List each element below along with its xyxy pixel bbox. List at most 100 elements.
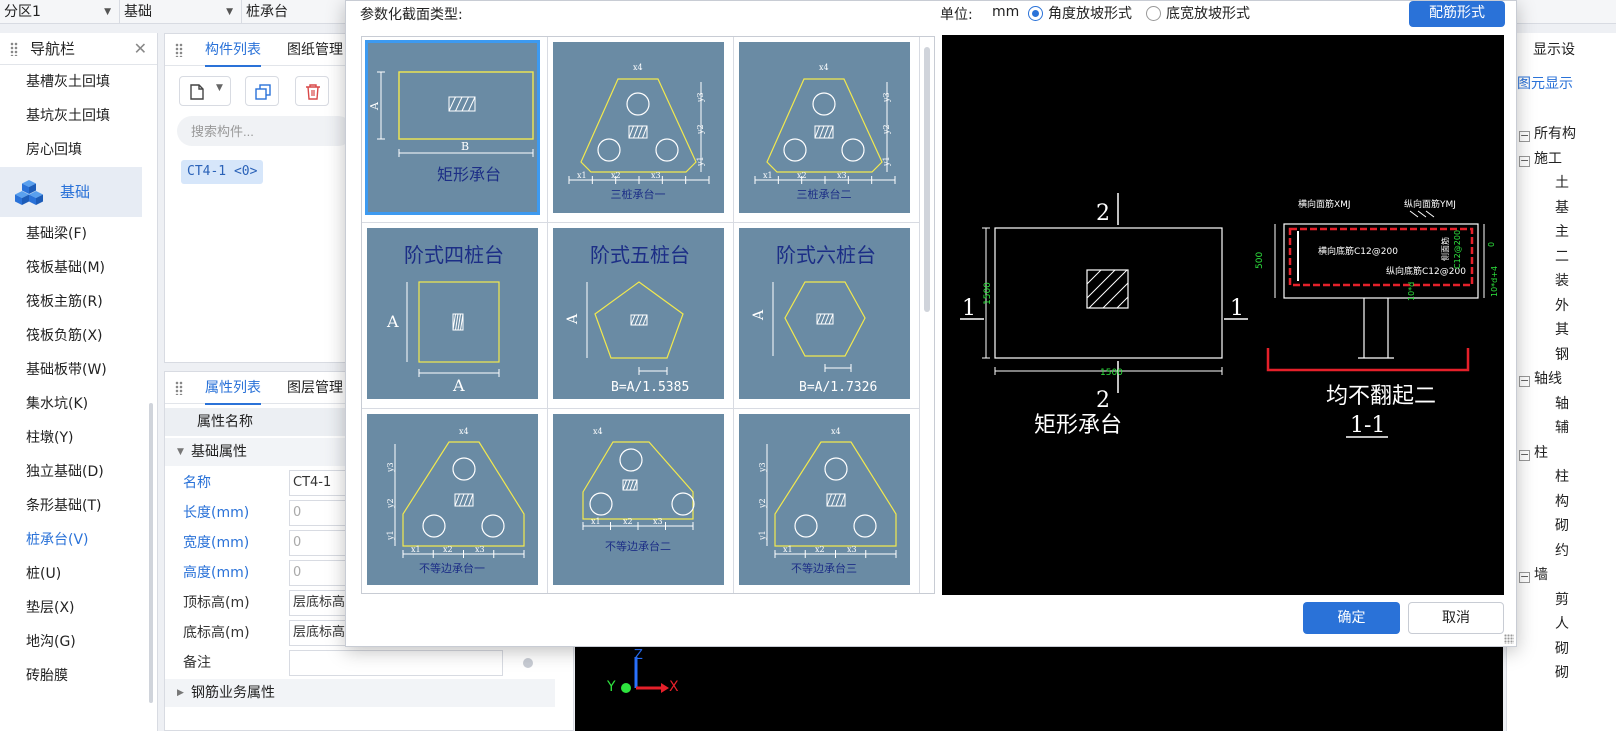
radio-dot (1028, 6, 1043, 21)
element-display-tab[interactable]: 图元显示 (1517, 76, 1573, 92)
nav-item[interactable]: 筏板基础(M) (26, 260, 106, 276)
collapse-icon[interactable]: − (1519, 447, 1530, 461)
nav-item[interactable]: 柱墩(Y) (26, 430, 74, 446)
cancel-button[interactable]: 取消 (1408, 602, 1504, 634)
nav-item[interactable]: 筏板主筋(R) (26, 294, 103, 310)
property-value-field[interactable]: 0 (289, 560, 355, 586)
property-group-rebar[interactable]: ▶ 钢筋业务属性 (165, 679, 555, 707)
new-component-button[interactable]: ▼ (179, 76, 231, 106)
tree-item[interactable]: 钢 (1555, 342, 1569, 368)
resize-grip-icon[interactable] (1504, 634, 1514, 644)
property-value-field[interactable]: 0 (289, 530, 355, 556)
nav-item[interactable]: 集水坑(K) (26, 396, 89, 412)
nav-item[interactable]: 基坑灰土回填 (26, 108, 110, 124)
section-type-thumbnail[interactable]: x4y3y2y1x1x2x3三桩承台二 (734, 37, 920, 223)
category-select[interactable]: 基础 ▼ (120, 0, 242, 24)
tab-component-list[interactable]: 构件列表 (205, 34, 261, 67)
collapse-icon[interactable]: − (1519, 129, 1530, 142)
tree-group[interactable]: −墙 (1519, 562, 1548, 588)
tree-item[interactable]: 装 (1555, 268, 1569, 294)
tree-item[interactable]: 剪 (1555, 587, 1569, 613)
collapse-icon[interactable]: − (1519, 570, 1530, 583)
section-type-thumbnail[interactable]: x4y3y2y1x1x2x3三桩承台一 (548, 37, 734, 223)
tree-group[interactable]: −柱 (1519, 440, 1548, 466)
nav-item[interactable]: 砖胎膜 (26, 668, 68, 684)
property-value-field[interactable] (289, 650, 503, 676)
nav-item[interactable]: 桩(U) (26, 566, 62, 582)
drag-handle-icon[interactable] (10, 42, 18, 56)
dimension-label: x1 (763, 171, 773, 180)
ok-button[interactable]: 确定 (1303, 602, 1400, 634)
property-value-field[interactable]: 层底标高 (289, 590, 355, 616)
tree-item[interactable]: 构 (1555, 489, 1569, 515)
region-select[interactable]: 分区1 ▼ (0, 0, 120, 24)
tree-item[interactable]: 基 (1555, 195, 1569, 221)
nav-group-foundation[interactable]: 基础 (0, 167, 142, 217)
tree-label: 钢 (1555, 346, 1569, 363)
collapse-icon[interactable]: − (1519, 374, 1530, 387)
rebar-form-button[interactable]: 配筋形式 (1409, 1, 1505, 27)
tree-group[interactable]: −所有构 (1519, 121, 1576, 147)
property-value-field[interactable]: 层底标高 (289, 620, 355, 646)
nav-item[interactable]: 基础梁(F) (26, 226, 87, 242)
search-input[interactable] (177, 116, 353, 146)
tree-item[interactable]: 主 (1555, 219, 1569, 245)
nav-item[interactable]: 基础板带(W) (26, 362, 107, 378)
tree-item[interactable]: 二 (1555, 244, 1569, 270)
radio-angle-slope[interactable]: 角度放坡形式 (1028, 3, 1132, 23)
dimension-label: 500 (1255, 252, 1265, 269)
pile-circle (422, 514, 446, 538)
tree-group[interactable]: −轴线 (1519, 366, 1562, 392)
nav-item[interactable]: 基槽灰土回填 (26, 74, 110, 90)
nav-item[interactable]: 地沟(G) (26, 634, 76, 650)
tree-item[interactable]: 约 (1555, 538, 1569, 564)
tree-item[interactable]: 轴 (1555, 391, 1569, 417)
delete-button[interactable] (295, 76, 329, 106)
nav-item[interactable]: 房心回填 (26, 142, 82, 158)
collapse-icon[interactable]: − (1519, 153, 1530, 167)
property-value-field[interactable]: 0 (289, 500, 355, 526)
drag-handle-icon[interactable] (175, 43, 183, 57)
drag-handle-icon[interactable] (175, 381, 183, 395)
dimension-label: A (386, 312, 399, 331)
item-select[interactable]: 桩承台 (242, 0, 352, 24)
tree-item[interactable]: 其 (1555, 317, 1569, 343)
tab-property-list[interactable]: 属性列表 (205, 372, 261, 405)
tree-item[interactable]: 辅 (1555, 415, 1569, 441)
nav-item[interactable]: 条形基础(T) (26, 498, 102, 514)
nav-item[interactable]: 桩承台(V) (26, 532, 89, 548)
tree-item[interactable]: 外 (1555, 293, 1569, 319)
tree-item[interactable]: 柱 (1555, 464, 1569, 490)
chevron-down-icon: ▼ (226, 7, 233, 17)
tree-item[interactable]: 砌 (1555, 636, 1569, 662)
radio-width-slope[interactable]: 底宽放坡形式 (1146, 3, 1250, 23)
scrollbar[interactable] (924, 47, 930, 312)
radio-label: 底宽放坡形式 (1166, 6, 1250, 22)
tab-layer-management[interactable]: 图层管理 (287, 380, 343, 396)
tree-item[interactable]: 砌 (1555, 513, 1569, 539)
nav-item[interactable]: 筏板负筋(X) (26, 328, 103, 344)
scrollbar[interactable] (149, 403, 153, 703)
tree-item[interactable]: 土 (1555, 170, 1569, 196)
tab-drawing-management[interactable]: 图纸管理 (287, 42, 343, 58)
tree-group[interactable]: −施工 (1519, 146, 1562, 172)
trash-icon (306, 84, 320, 100)
tree-item[interactable]: 人 (1555, 611, 1569, 637)
pile-circle (812, 92, 836, 116)
copy-button[interactable] (245, 76, 279, 106)
3d-viewport[interactable]: Z Y X (575, 645, 1503, 731)
component-item[interactable]: CT4-1 <0> (181, 160, 264, 184)
nav-item[interactable]: 垫层(X) (26, 600, 75, 616)
close-icon[interactable]: ✕ (133, 39, 147, 58)
tree-label: 柱 (1555, 469, 1569, 485)
tree-item[interactable]: 砌 (1555, 660, 1569, 686)
nav-item[interactable]: 独立基础(D) (26, 464, 104, 480)
